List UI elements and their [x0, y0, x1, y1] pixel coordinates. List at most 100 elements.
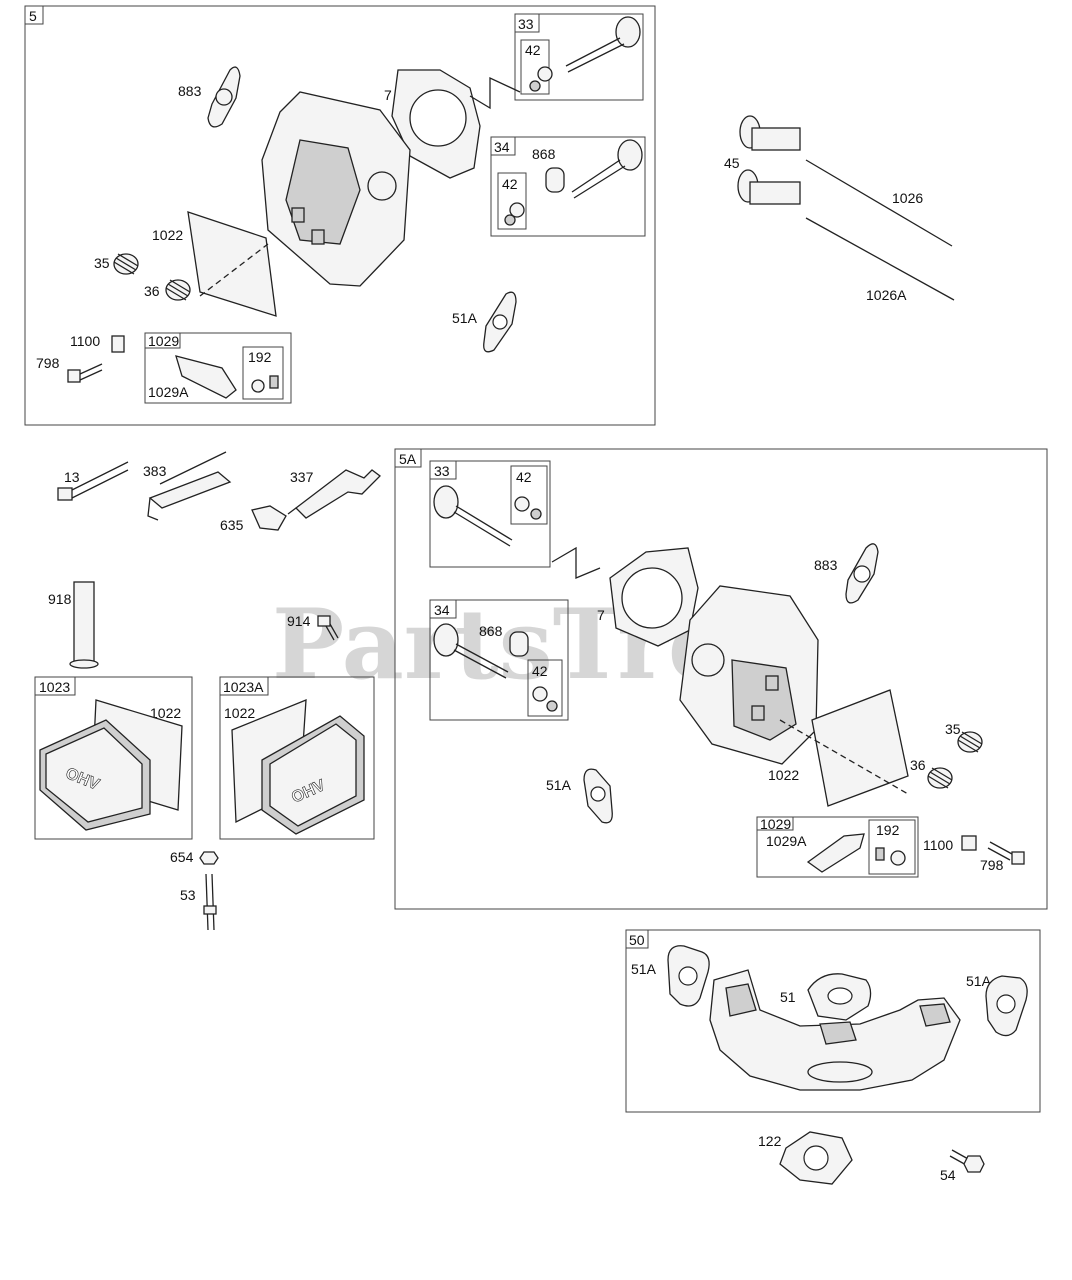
subbox-42c-tag[interactable]: 42 [516, 469, 532, 485]
label-883[interactable]: 883 [178, 83, 202, 99]
nut-1100-icon[interactable] [111, 335, 125, 353]
subbox-42d-tag[interactable]: 42 [532, 663, 548, 679]
group-50-tag[interactable]: 50 [629, 932, 645, 948]
subbox-33-tag[interactable]: 33 [518, 16, 534, 32]
label-798[interactable]: 798 [36, 355, 60, 371]
pushrod-1026-icon[interactable] [805, 159, 953, 247]
label-53[interactable]: 53 [180, 887, 196, 903]
subbox-33-frame [514, 13, 644, 101]
boot-635-icon[interactable] [251, 505, 287, 531]
label-868[interactable]: 868 [532, 146, 556, 162]
group-1023A-tag[interactable]: 1023A [223, 679, 264, 695]
stud-53-icon[interactable] [203, 873, 217, 931]
exhaust-manifold-icon[interactable] [709, 969, 961, 1091]
tube-918-icon[interactable] [69, 581, 99, 669]
tool-383-icon[interactable] [147, 451, 232, 521]
nut-654-icon[interactable] [199, 851, 219, 865]
nut-1100b-icon[interactable] [961, 835, 977, 851]
cylinder-head-b-icon[interactable] [679, 585, 819, 765]
label-7-b[interactable]: 7 [597, 607, 605, 623]
valve-33-icon[interactable] [529, 16, 641, 92]
nut-192b-icon[interactable] [890, 850, 906, 866]
label-51A[interactable]: 51A [452, 310, 478, 326]
spring-36b-icon[interactable] [927, 767, 953, 789]
group-1023-tag[interactable]: 1023 [39, 679, 70, 695]
spring-36-icon[interactable] [165, 279, 191, 301]
label-383[interactable]: 383 [143, 463, 167, 479]
spark-plug-337-icon[interactable] [287, 469, 381, 519]
label-1026A[interactable]: 1026A [866, 287, 907, 303]
spring-35-icon[interactable] [113, 253, 139, 275]
rocker-arm-1029A-icon[interactable] [175, 355, 237, 399]
head-gasket-7-icon[interactable] [391, 69, 521, 179]
subbox-34-frame [490, 136, 646, 237]
label-798-b[interactable]: 798 [980, 857, 1004, 873]
label-914[interactable]: 914 [287, 613, 311, 629]
subbox-1029b-tag[interactable]: 1029 [760, 816, 791, 832]
valve-cover-1023A-icon[interactable]: OHV [231, 699, 365, 835]
bolt-13-icon[interactable] [57, 461, 129, 501]
label-1022-c[interactable]: 1022 [224, 705, 255, 721]
group-5A-tag[interactable]: 5A [399, 451, 417, 467]
label-45[interactable]: 45 [724, 155, 740, 171]
label-883-b[interactable]: 883 [814, 557, 838, 573]
subbox-42b-tag[interactable]: 42 [502, 176, 518, 192]
label-1100-b[interactable]: 1100 [923, 837, 953, 853]
group-5-tag-box [24, 5, 44, 25]
bolt-798b-icon[interactable] [987, 841, 1025, 865]
label-868-b[interactable]: 868 [479, 623, 503, 639]
subbox-192b-tag[interactable]: 192 [876, 822, 900, 838]
label-1100[interactable]: 1100 [70, 333, 100, 349]
subbox-34b-tag[interactable]: 34 [434, 602, 450, 618]
spring-35b-icon[interactable] [957, 731, 983, 753]
subbox-1029-frame [144, 332, 292, 404]
screw-914-icon[interactable] [317, 615, 339, 641]
subbox-42c-frame [510, 465, 548, 525]
group-50-frame [625, 929, 1041, 1113]
label-51A-d[interactable]: 51A [966, 973, 992, 989]
label-35[interactable]: 35 [94, 255, 110, 271]
subbox-1029-tag[interactable]: 1029 [148, 333, 179, 349]
label-1029A-b[interactable]: 1029A [766, 833, 807, 849]
lifter-45-icon[interactable] [737, 115, 801, 205]
label-1029A[interactable]: 1029A [148, 384, 189, 400]
label-7[interactable]: 7 [384, 87, 392, 103]
label-1022-d[interactable]: 1022 [768, 767, 799, 783]
label-122[interactable]: 122 [758, 1133, 782, 1149]
subbox-192-tag[interactable]: 192 [248, 349, 272, 365]
label-35-b[interactable]: 35 [945, 721, 961, 737]
subbox-33b-tag[interactable]: 33 [434, 463, 450, 479]
label-337[interactable]: 337 [290, 469, 314, 485]
cylinder-head-icon[interactable] [261, 91, 411, 287]
label-36-b[interactable]: 36 [910, 757, 926, 773]
label-918[interactable]: 918 [48, 591, 72, 607]
label-635[interactable]: 635 [220, 517, 244, 533]
label-1022-b[interactable]: 1022 [150, 705, 181, 721]
gasket-1022-icon[interactable] [187, 211, 277, 317]
label-36[interactable]: 36 [144, 283, 160, 299]
head-gasket-7b-icon[interactable] [609, 547, 699, 647]
subbox-42-tag[interactable]: 42 [525, 42, 541, 58]
label-51A-b[interactable]: 51A [546, 777, 572, 793]
valve-33b-icon[interactable] [433, 485, 542, 547]
label-1022[interactable]: 1022 [152, 227, 183, 243]
bolt-798-icon[interactable] [67, 363, 103, 383]
gasket-1022d-icon[interactable] [811, 689, 909, 807]
label-654[interactable]: 654 [170, 849, 194, 865]
valve-34b-icon[interactable] [433, 623, 558, 712]
group-1023-frame [34, 676, 193, 840]
bolt-54-icon[interactable] [949, 1149, 985, 1173]
subbox-192b-frame [868, 819, 916, 875]
subbox-34-tag[interactable]: 34 [494, 139, 510, 155]
label-51A-c[interactable]: 51A [631, 961, 657, 977]
label-1026[interactable]: 1026 [892, 190, 923, 206]
label-51[interactable]: 51 [780, 989, 796, 1005]
label-13[interactable]: 13 [64, 469, 80, 485]
nut-192-icon[interactable] [251, 379, 265, 393]
rocker-arm-1029Ab-icon[interactable] [806, 833, 865, 873]
valve-34-icon[interactable] [504, 139, 643, 226]
pushrod-1026A-icon[interactable] [805, 217, 955, 301]
label-54[interactable]: 54 [940, 1167, 956, 1183]
valve-cover-1023-icon[interactable]: OHV [39, 699, 183, 831]
